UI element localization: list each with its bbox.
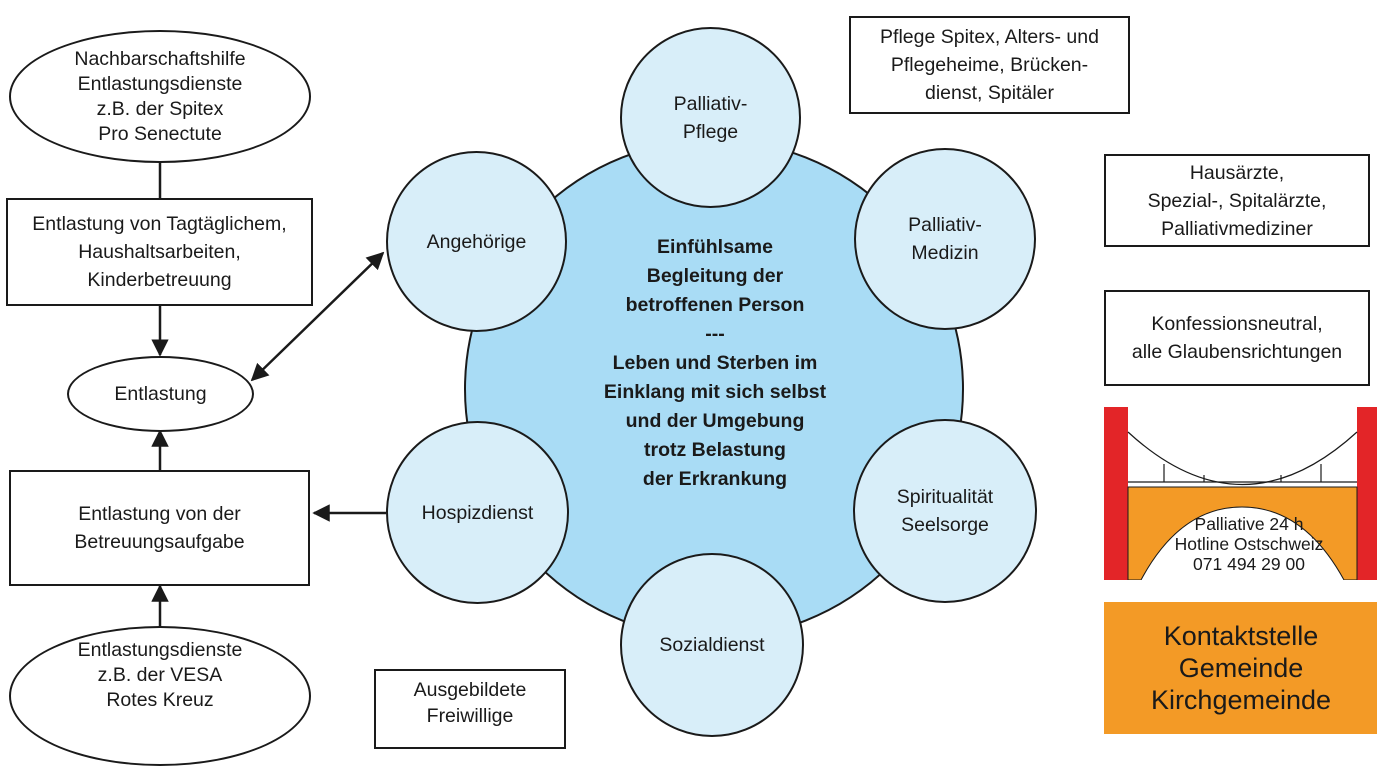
box-entlastung-tagtaeglich: Entlastung von Tagtäglichem, Haushaltsar…	[6, 198, 313, 306]
text-line: Freiwillige	[426, 705, 514, 727]
text-line: Spezial-, Spitalärzte,	[1147, 189, 1327, 212]
center-line: der Erkrankung	[642, 468, 788, 490]
text-line: Hausärzte,	[1189, 161, 1285, 184]
text-line: Pflege	[682, 120, 739, 143]
hotline-line: Hotline Ostschweiz	[1174, 534, 1324, 554]
text-line: Palliativ-	[908, 214, 982, 236]
text-line: Kinderbetreuung	[87, 269, 232, 291]
text-line: Betreuungsaufgabe	[74, 531, 245, 553]
text-line: Pro Senectute	[98, 122, 222, 145]
center-line: betroffenen Person	[625, 294, 805, 316]
center-line: ---	[705, 323, 725, 345]
bridge-logo-icon	[1104, 407, 1377, 580]
ellipse-nachbarschaftshilfe: Nachbarschaftshilfe Entlastungsdienste z…	[9, 30, 311, 163]
text-line: Nachbarschaftshilfe	[74, 47, 246, 70]
hotline-line: 071 494 29 00	[1193, 554, 1305, 574]
text-line: Spiritualität	[896, 486, 994, 508]
text-line: Entlastungsdienste	[77, 639, 243, 661]
connectors	[151, 162, 386, 627]
text-line: Rotes Kreuz	[106, 689, 214, 711]
text-line: Medizin	[911, 242, 979, 264]
text-line: z.B. der Spitex	[96, 97, 224, 120]
center-text: Einfühlsame Begleitung der betroffenen P…	[530, 233, 900, 494]
contact-line: Gemeinde	[1178, 653, 1304, 683]
ellipse-entlastung: Entlastung	[67, 356, 254, 432]
center-line: Einfühlsame	[657, 236, 773, 258]
text-line: alle Glaubensrichtungen	[1131, 341, 1343, 363]
ellipse-entlastungsdienste: Entlastungsdienste z.B. der VESA Rotes K…	[9, 626, 311, 766]
text-line: Pflege Spitex, Alters- und	[880, 26, 1099, 48]
center-line: und der Umgebung	[625, 410, 805, 432]
hotline-text: Palliative 24 h Hotline Ostschweiz 071 4…	[1160, 514, 1338, 574]
circle-spiritualitaet: Spiritualität Seelsorge	[853, 419, 1037, 603]
text-line: Haushaltsarbeiten,	[78, 241, 241, 263]
text-line: Angehörige	[426, 230, 527, 253]
box-entlastung-betreuung: Entlastung von der Betreuungsaufgabe	[9, 470, 310, 586]
text-line: z.B. der VESA	[97, 664, 223, 686]
center-line: Begleitung der	[646, 265, 784, 287]
text-line: Ausgebildete	[413, 679, 527, 701]
box-hausaerzte: Hausärzte, Spezial-, Spitalärzte, Pallia…	[1104, 154, 1370, 247]
box-pflege-spitex: Pflege Spitex, Alters- und Pflegeheime, …	[849, 16, 1130, 114]
box-ausgebildete-freiwillige: Ausgebildete Freiwillige	[374, 669, 566, 749]
circle-sozialdienst: Sozialdienst	[620, 553, 804, 737]
center-line: Leben und Sterben im	[612, 352, 818, 374]
circle-angehoerige: Angehörige	[386, 151, 567, 332]
circle-palliativ-pflege: Palliativ- Pflege	[620, 27, 801, 208]
center-line: trotz Belastung	[644, 439, 786, 461]
text-line: Entlastung	[114, 382, 207, 405]
text-line: Entlastung von der	[78, 503, 241, 525]
circle-hospizdienst: Hospizdienst	[386, 421, 569, 604]
text-line: Entlastungsdienste	[77, 72, 243, 95]
text-line: Hospizdienst	[421, 501, 534, 524]
arrow-angehoerige-entlastung	[250, 251, 385, 382]
text-line: Sozialdienst	[659, 634, 765, 656]
text-line: Konfessionsneutral,	[1151, 313, 1323, 335]
box-kontaktstelle: Kontaktstelle Gemeinde Kirchgemeinde	[1104, 602, 1377, 734]
text-line: Seelsorge	[901, 514, 989, 536]
hotline-line: Palliative 24 h	[1194, 514, 1304, 534]
center-line: Einklang mit sich selbst	[603, 381, 827, 403]
text-line: Palliativ-	[673, 92, 748, 115]
text-line: Palliativmediziner	[1161, 217, 1313, 240]
text-line: dienst, Spitäler	[925, 82, 1054, 104]
text-line: Entlastung von Tagtäglichem,	[32, 213, 287, 235]
circle-palliativ-medizin: Palliativ- Medizin	[854, 148, 1036, 330]
contact-line: Kirchgemeinde	[1150, 685, 1332, 715]
contact-line: Kontaktstelle	[1163, 621, 1319, 651]
box-konfessionsneutral: Konfessionsneutral, alle Glaubensrichtun…	[1104, 290, 1370, 386]
text-line: Pflegeheime, Brücken-	[890, 54, 1089, 76]
